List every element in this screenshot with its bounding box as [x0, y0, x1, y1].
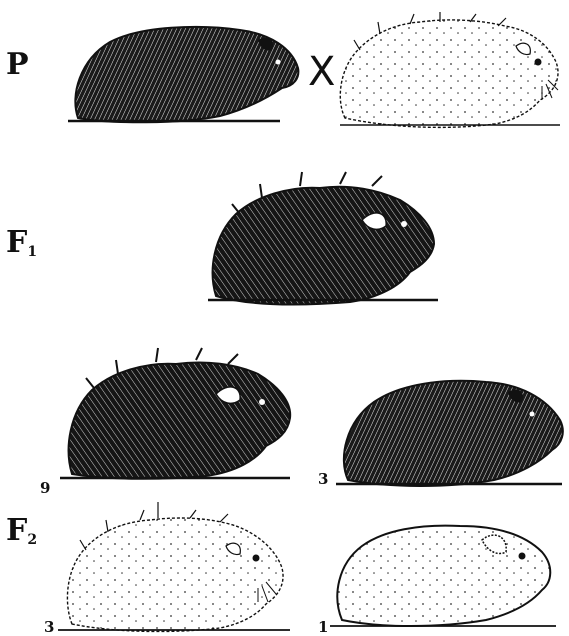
- parent-rough-white-guinea-pig: [340, 12, 560, 127]
- f2-smooth-black-guinea-pig: [336, 381, 563, 486]
- generation-label-f2: F2: [6, 516, 37, 547]
- generation-label-f1: F1: [6, 228, 37, 259]
- count-rough-white: 3: [44, 620, 54, 635]
- f1-rough-black-guinea-pig: [208, 172, 438, 304]
- count-smooth-black: 3: [318, 472, 328, 487]
- cross-symbol: X: [308, 52, 335, 92]
- generation-label-f2-subscript: 2: [27, 532, 37, 548]
- parent-smooth-black-guinea-pig: [68, 27, 298, 122]
- f2-rough-white-guinea-pig: [58, 502, 290, 631]
- f2-smooth-white-guinea-pig: [330, 526, 556, 626]
- generation-label-f1-text: F: [6, 225, 27, 260]
- generation-label-f2-text: F: [6, 513, 27, 548]
- generation-label-f1-subscript: 1: [27, 244, 37, 260]
- generation-label-p-text: P: [6, 47, 29, 82]
- count-rough-black: 9: [40, 481, 50, 496]
- count-smooth-white: 1: [318, 620, 328, 635]
- f2-rough-black-guinea-pig: [60, 348, 290, 479]
- generation-label-p: P: [6, 50, 29, 80]
